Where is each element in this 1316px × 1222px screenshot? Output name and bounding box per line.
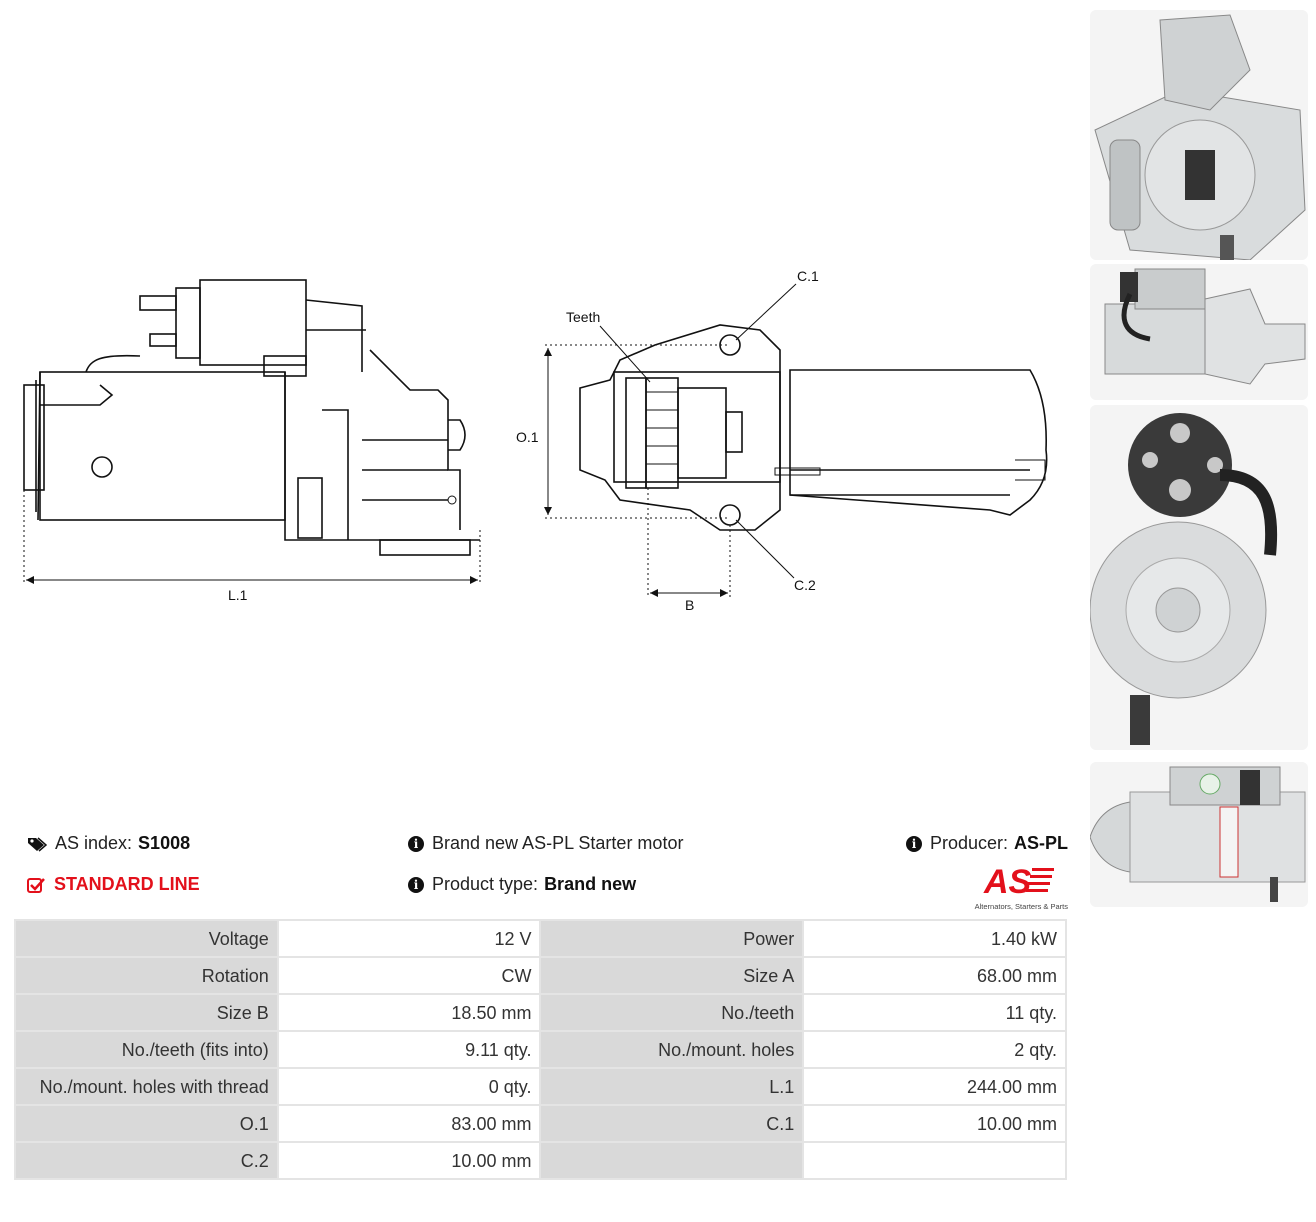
- as-logo-mark: AS: [983, 863, 1054, 901]
- spec-key: Size B: [16, 995, 277, 1030]
- starter-side-image: [1104, 268, 1306, 385]
- product-type-label: Product type:: [432, 874, 539, 894]
- c2-label: C.2: [794, 577, 816, 593]
- spec-key: Voltage: [16, 921, 277, 956]
- spec-key: C.1: [541, 1106, 803, 1141]
- starter-label-image: [1089, 766, 1306, 902]
- logo-tagline: Alternators, Starters & Parts: [974, 902, 1068, 911]
- as-pl-logo: AS Alternators, Starters & Parts: [966, 862, 1068, 911]
- b-label: B: [685, 597, 694, 613]
- product-photo-side[interactable]: [1090, 264, 1308, 400]
- standard-line: STANDARD LINE: [27, 874, 200, 895]
- as-index-label: AS index:: [55, 833, 133, 853]
- starter-side-view-drawing: L.1 O.1 B C.1 C.2 Teeth: [23, 268, 1048, 613]
- product-photo-rear[interactable]: [1090, 10, 1308, 261]
- spec-value: CW: [278, 958, 540, 993]
- check-square-icon: [27, 877, 45, 893]
- spec-value: 244.00 mm: [804, 1069, 1065, 1104]
- spec-key: O.1: [16, 1106, 277, 1141]
- producer-value: AS-PL: [1014, 833, 1069, 853]
- spec-value: 68.00 mm: [804, 958, 1065, 993]
- o1-label: O.1: [516, 429, 539, 445]
- spec-value: 2 qty.: [804, 1032, 1065, 1067]
- starter-rear-image: [1094, 14, 1306, 261]
- spec-key: No./mount. holes with thread: [16, 1069, 277, 1104]
- spec-value: 12 V: [278, 921, 540, 956]
- c1-label: C.1: [797, 268, 819, 284]
- description-text: Brand new AS-PL Starter motor: [432, 833, 684, 853]
- info-circle-icon: i: [906, 835, 922, 852]
- spec-value: 83.00 mm: [278, 1106, 540, 1141]
- teeth-label: Teeth: [566, 309, 600, 325]
- spec-key: Size A: [541, 958, 803, 993]
- as-index: AS index: S1008: [27, 833, 190, 854]
- info-circle-icon: i: [408, 876, 424, 893]
- l1-label: L.1: [228, 587, 248, 603]
- spec-value: 18.50 mm: [278, 995, 540, 1030]
- spec-value: 11 qty.: [804, 995, 1065, 1030]
- as-index-value: S1008: [138, 833, 191, 853]
- spec-key: C.2: [16, 1143, 277, 1178]
- spec-key: No./mount. holes: [541, 1032, 803, 1067]
- spec-value: 1.40 kW: [804, 921, 1065, 956]
- product-photo-front[interactable]: [1089, 405, 1308, 750]
- table-row: No./teeth (fits into)9.11 qty.No./mount.…: [16, 1032, 1065, 1067]
- info-circle-icon: i: [408, 835, 424, 852]
- starter-front-image: [1089, 413, 1278, 745]
- spec-key: [541, 1143, 803, 1178]
- logo-text: AS: [983, 863, 1032, 896]
- standard-line-label: STANDARD LINE: [54, 874, 200, 894]
- spec-key: Power: [541, 921, 803, 956]
- tags-icon: [28, 836, 47, 852]
- spec-value: 0 qty.: [278, 1069, 540, 1104]
- spec-key: No./teeth (fits into): [16, 1032, 277, 1067]
- spec-key: Rotation: [16, 958, 277, 993]
- spec-value: 9.11 qty.: [278, 1032, 540, 1067]
- product-photo-label-side[interactable]: [1089, 762, 1308, 907]
- product-description: i Brand new AS-PL Starter motor: [408, 833, 683, 854]
- producer-label: Producer:: [930, 833, 1009, 853]
- product-type: i Product type: Brand new: [408, 874, 636, 895]
- product-type-value: Brand new: [544, 874, 637, 894]
- spec-key: No./teeth: [541, 995, 803, 1030]
- spec-value: [804, 1143, 1065, 1178]
- spec-key: L.1: [541, 1069, 803, 1104]
- spec-value: 10.00 mm: [278, 1143, 540, 1178]
- producer: i Producer: AS-PL: [906, 833, 1068, 854]
- spec-value: 10.00 mm: [804, 1106, 1065, 1141]
